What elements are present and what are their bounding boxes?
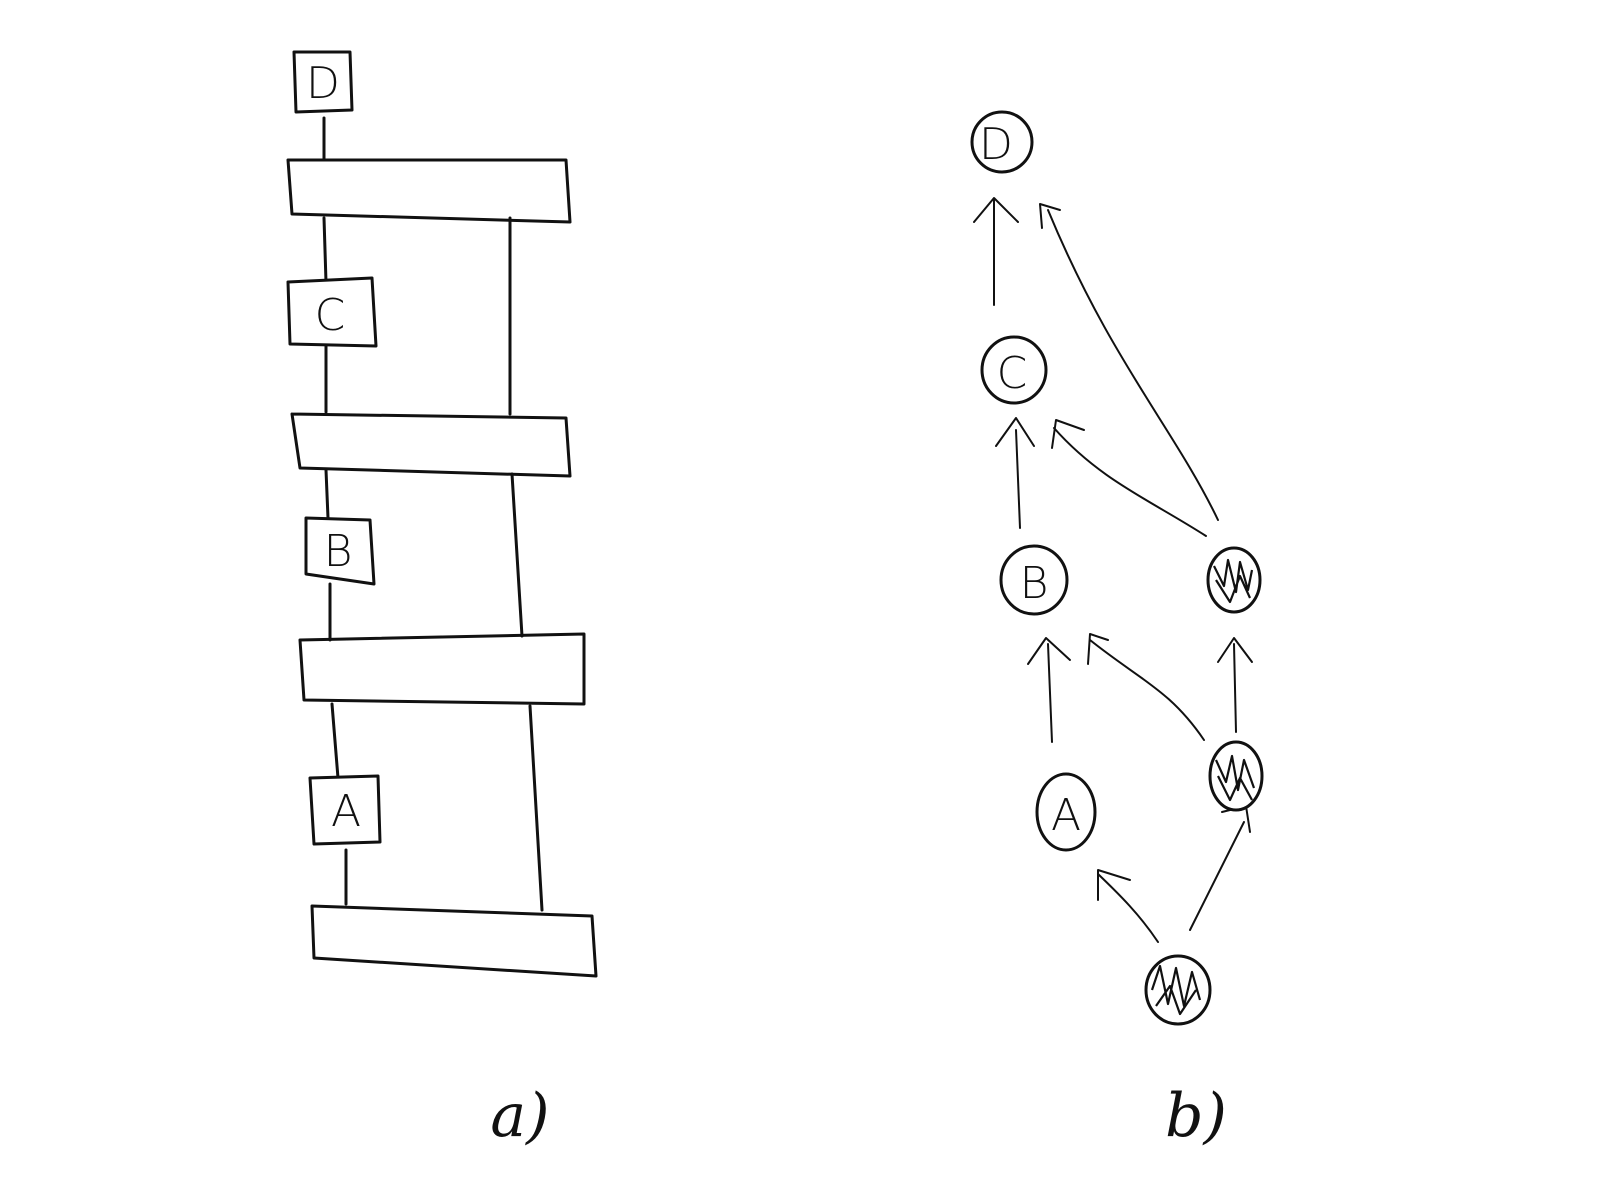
box-d-label: D xyxy=(306,58,340,109)
arrowhead-h2 xyxy=(1217,637,1253,663)
panel-b: D C B A b) xyxy=(970,110,1264,1151)
edge-h2-c xyxy=(1053,427,1207,537)
arrowhead-c-1 xyxy=(995,417,1035,447)
node-c-label: C xyxy=(997,348,1028,399)
bar-2 xyxy=(290,412,572,478)
node-b: B xyxy=(999,544,1069,616)
box-c-label: C xyxy=(315,290,346,341)
panel-a-caption: a) xyxy=(490,1081,549,1151)
box-a: A xyxy=(308,774,382,846)
hatched-node-upper xyxy=(1206,546,1262,614)
wire-left-bar2-b xyxy=(324,468,330,520)
panel-a: D C B A a) xyxy=(286,50,598,1151)
arrowhead-b-1 xyxy=(1027,637,1071,665)
arrowhead-d-1 xyxy=(973,197,1019,223)
node-d-label: D xyxy=(979,119,1013,170)
edge-h2-d xyxy=(1047,209,1219,521)
edge-h0-h1 xyxy=(1189,821,1245,931)
bar-top xyxy=(286,158,572,224)
edge-h1-h2 xyxy=(1233,643,1237,733)
wire-left-bar3-a xyxy=(330,702,340,780)
box-b-label: B xyxy=(324,526,353,577)
arrowhead-a xyxy=(1097,869,1131,901)
arrowhead-b-2 xyxy=(1087,633,1109,665)
edge-a-b xyxy=(1047,643,1053,743)
node-b-label: B xyxy=(1020,558,1049,609)
node-a-label: A xyxy=(1051,790,1081,841)
panel-b-caption: b) xyxy=(1165,1081,1227,1151)
node-c: C xyxy=(980,335,1048,405)
hatched-node-bottom xyxy=(1144,954,1212,1026)
node-d: D xyxy=(970,110,1034,174)
wire-left-top-c xyxy=(322,216,328,284)
wire-right-3 xyxy=(528,704,544,912)
bar-3 xyxy=(298,632,586,706)
box-b: B xyxy=(304,516,376,586)
edge-h0-a xyxy=(1097,873,1159,943)
bar-bottom xyxy=(310,904,598,978)
box-d: D xyxy=(292,50,354,114)
arrowhead-c-2 xyxy=(1051,419,1085,449)
hatched-node-middle xyxy=(1208,740,1264,812)
wire-right-2 xyxy=(510,472,524,638)
arrowhead-d-2 xyxy=(1039,203,1061,229)
box-a-label: A xyxy=(331,786,361,837)
edge-h1-b xyxy=(1089,639,1205,741)
box-c: C xyxy=(286,276,378,348)
node-a: A xyxy=(1035,772,1097,852)
edge-b-c xyxy=(1015,429,1021,529)
